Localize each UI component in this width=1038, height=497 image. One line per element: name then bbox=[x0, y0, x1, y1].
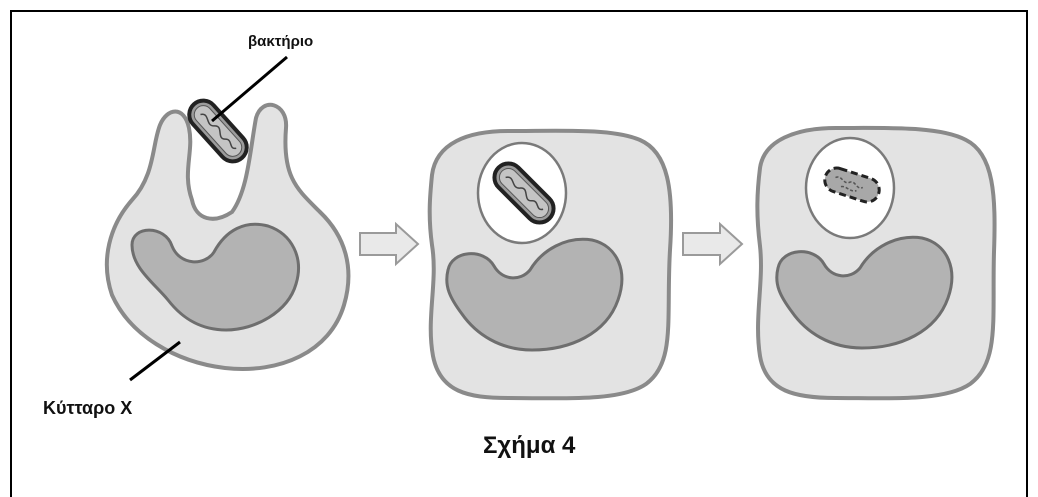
bacterium-dna bbox=[200, 113, 237, 150]
nucleus bbox=[130, 222, 300, 332]
nucleus-3 bbox=[775, 235, 954, 350]
bacterium-label: βακτήριο bbox=[248, 33, 314, 50]
frame-right-border bbox=[1026, 10, 1028, 497]
stage-2-phagosome bbox=[427, 128, 674, 401]
bacterium bbox=[187, 98, 249, 164]
cell-pointer-line bbox=[129, 340, 181, 382]
stage-3-digestion bbox=[755, 125, 997, 401]
digested-bacterium bbox=[823, 166, 881, 204]
stage-1-engulfing bbox=[104, 55, 351, 382]
cell-x-label: Κύτταρο X bbox=[43, 398, 133, 418]
stage-arrow-1 bbox=[359, 221, 420, 267]
nucleus-2 bbox=[445, 237, 624, 352]
bacterium-dna-2 bbox=[505, 176, 544, 211]
bacterium-in-phagosome bbox=[492, 161, 556, 225]
frame-top-border bbox=[10, 10, 1028, 12]
digested-bacterium-fragments bbox=[835, 176, 864, 192]
figure-caption: Σχήμα 4 bbox=[483, 432, 576, 459]
bacterium-pointer-line bbox=[211, 55, 288, 123]
stage-arrow-2 bbox=[682, 221, 744, 267]
frame-left-border bbox=[10, 10, 12, 497]
